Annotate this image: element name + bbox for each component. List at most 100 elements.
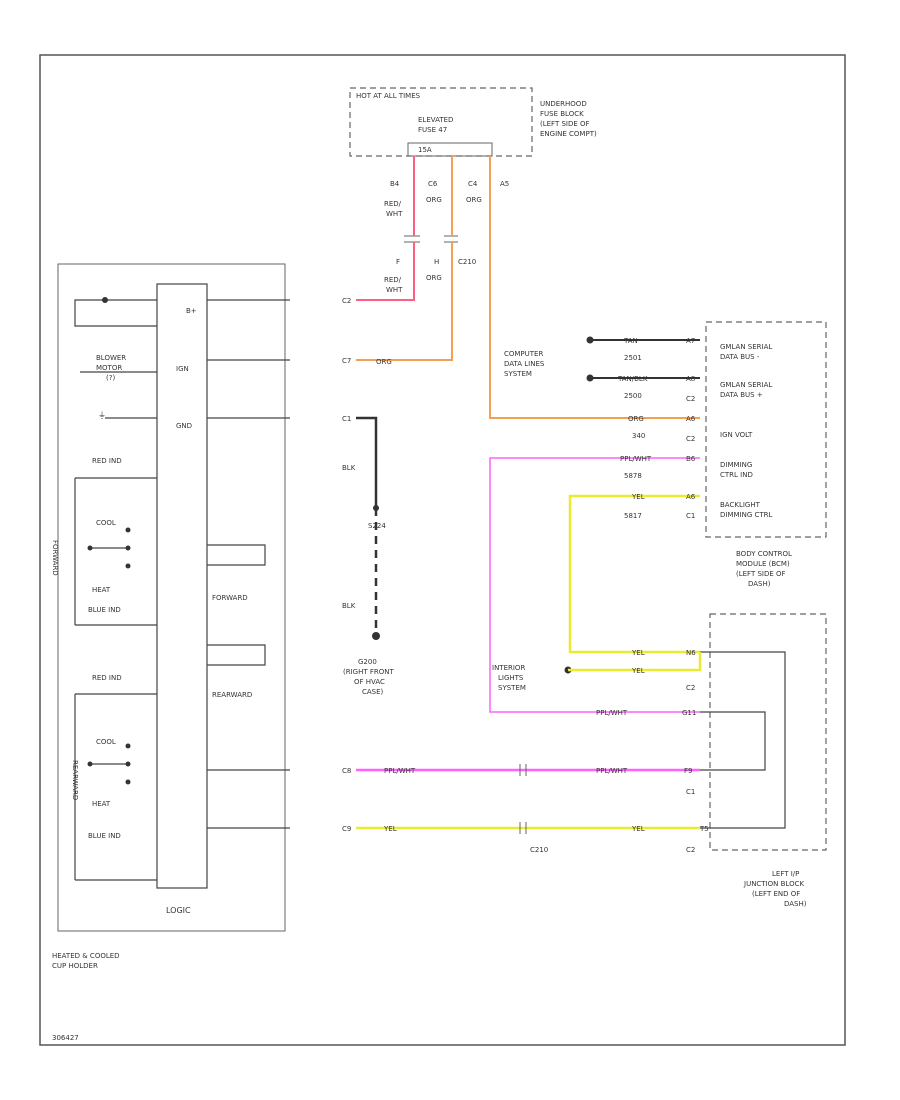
yel-label-2: YEL [631, 667, 645, 675]
svg-text:2500: 2500 [624, 392, 642, 400]
fwd-side-label: FORWARD [51, 540, 59, 576]
conn-c2: C7 [342, 357, 351, 365]
ppl-label-2: PPL/WHT [596, 767, 628, 775]
gnd-wire-color-1: BLK [342, 464, 356, 472]
svg-text:BACKLIGHT: BACKLIGHT [720, 501, 761, 509]
svg-text:(RIGHT FRONT: (RIGHT FRONT [343, 668, 394, 676]
bcm-row-3: ORG 340 A6 C2 IGN VOLT [628, 395, 753, 440]
fuse-amp: FUSE 47 [418, 126, 447, 134]
w1-circuit: B4 [390, 180, 400, 188]
fwd-heat: HEAT [92, 586, 111, 594]
fwd-cool-node-a [87, 545, 93, 551]
svg-text:(LEFT SIDE OF: (LEFT SIDE OF [540, 120, 590, 128]
svg-text:A7: A7 [686, 337, 695, 345]
conn-c3: C1 [342, 415, 351, 423]
ground-symbol-icon: ⏚ [98, 411, 106, 420]
rear-cool-node-b [125, 761, 131, 767]
ground-label: G200 (RIGHT FRONT OF HVAC CASE) [343, 658, 394, 696]
bcm-title: BODY CONTROL MODULE (BCM) (LEFT SIDE OF … [736, 550, 792, 588]
junction-title: LEFT I/P JUNCTION BLOCK (LEFT END OF DAS… [743, 870, 807, 908]
w2-lower-color: ORG [426, 274, 442, 282]
svg-text:OF HVAC: OF HVAC [354, 678, 385, 686]
wire-yellow-bcm [568, 494, 700, 654]
svg-text:MODULE (BCM): MODULE (BCM) [736, 560, 790, 568]
svg-text:DATA BUS -: DATA BUS - [720, 353, 760, 361]
svg-text:CUP HOLDER: CUP HOLDER [52, 962, 98, 970]
jb-pin3: F9 [684, 767, 692, 775]
svg-text:JUNCTION BLOCK: JUNCTION BLOCK [743, 880, 804, 888]
inline-conn-label: C210 [530, 846, 548, 854]
rear-relay-label: REARWARD [212, 691, 252, 699]
w1-lower-color-a: RED/ [384, 276, 402, 284]
w2-circuit: C6 [428, 180, 438, 188]
svg-text:A6: A6 [686, 493, 696, 501]
fuse-rating: 15A [418, 146, 432, 154]
svg-text:5817: 5817 [624, 512, 642, 520]
svg-text:2501: 2501 [624, 354, 642, 362]
bcm-row-2: TAN/BLK 2500 A8 GMLAN SERIAL DATA BUS + [617, 375, 772, 400]
svg-text:SYSTEM: SYSTEM [498, 684, 526, 692]
svg-text:B6: B6 [686, 455, 696, 463]
jb-pin1: N6 [686, 649, 696, 657]
interior-lights-label: INTERIOR LIGHTS SYSTEM [492, 664, 526, 692]
wire-ground-solid [356, 416, 378, 508]
svg-text:DIMMING CTRL: DIMMING CTRL [720, 511, 773, 519]
tan-node [586, 336, 594, 344]
logic-block [156, 283, 208, 889]
svg-text:MOTOR: MOTOR [96, 364, 122, 372]
computer-data-lines-label: COMPUTER DATA LINES SYSTEM [504, 350, 545, 378]
pin-ign: IGN [176, 365, 189, 373]
gnd-splice: S224 [368, 522, 386, 530]
svg-text:YEL: YEL [631, 493, 645, 501]
svg-text:INTERIOR: INTERIOR [492, 664, 525, 672]
rear-red-ind: RED IND [92, 674, 122, 682]
svg-text:CASE): CASE) [362, 688, 384, 696]
w3-color: ORG [466, 196, 482, 204]
yel-label-1: YEL [631, 649, 645, 657]
svg-text:TAN: TAN [623, 337, 638, 345]
rear-cool-node-c [125, 743, 131, 749]
pin-gnd: GND [176, 422, 192, 430]
rear-heat: HEAT [92, 800, 111, 808]
jb-pin4: T5 [699, 825, 709, 833]
rear-side-label: REARWARD [71, 760, 79, 800]
svg-text:G200: G200 [358, 658, 377, 666]
fwd-cool-node-b [125, 545, 131, 551]
footer-code: 306427 [52, 1034, 79, 1042]
svg-text:DIMMING: DIMMING [720, 461, 752, 469]
conn-c1: C2 [342, 297, 351, 305]
fwd-cool: COOL [96, 519, 116, 527]
jb-conn1: C2 [686, 684, 695, 692]
ppl-label-1: PPL/WHT [384, 767, 416, 775]
rear-relay [207, 644, 266, 666]
svg-text:BLOWER: BLOWER [96, 354, 126, 362]
top-connector-glyph [404, 235, 458, 243]
junction-loop-2 [700, 711, 766, 771]
svg-text:(?): (?) [106, 374, 115, 382]
w2-color: ORG [426, 196, 442, 204]
fuse-name: ELEVATED [418, 116, 453, 124]
w2-pin: H [434, 258, 439, 266]
svg-text:DATA LINES: DATA LINES [504, 360, 545, 368]
svg-text:5878: 5878 [624, 472, 642, 480]
svg-text:GMLAN SERIAL: GMLAN SERIAL [720, 381, 772, 389]
yel-label-4: YEL [631, 825, 645, 833]
yel-label-3: YEL [383, 825, 397, 833]
svg-text:DASH): DASH) [784, 900, 807, 908]
rear-cool-node-a [87, 761, 93, 767]
svg-text:LEFT I/P: LEFT I/P [772, 870, 799, 878]
svg-text:A6: A6 [686, 415, 696, 423]
svg-text:HEATED & COOLED: HEATED & COOLED [52, 952, 120, 960]
fuse-block-title: HOT AT ALL TIMES [356, 92, 421, 100]
svg-text:C2: C2 [686, 435, 695, 443]
svg-text:IGN VOLT: IGN VOLT [720, 431, 753, 439]
rear-blue-ind: BLUE IND [88, 832, 121, 840]
gnd-wire-color-2: BLK [342, 602, 356, 610]
diagram-frame [39, 54, 846, 1046]
svg-text:C2: C2 [686, 395, 695, 403]
cup-holder-label: HEATED & COOLED CUP HOLDER [52, 952, 120, 970]
bcm-row-4: PPL/WHT 5878 B6 C2 DIMMING CTRL IND [620, 435, 753, 480]
bcm-dashed-box [705, 321, 827, 538]
svg-text:ORG: ORG [628, 415, 644, 423]
